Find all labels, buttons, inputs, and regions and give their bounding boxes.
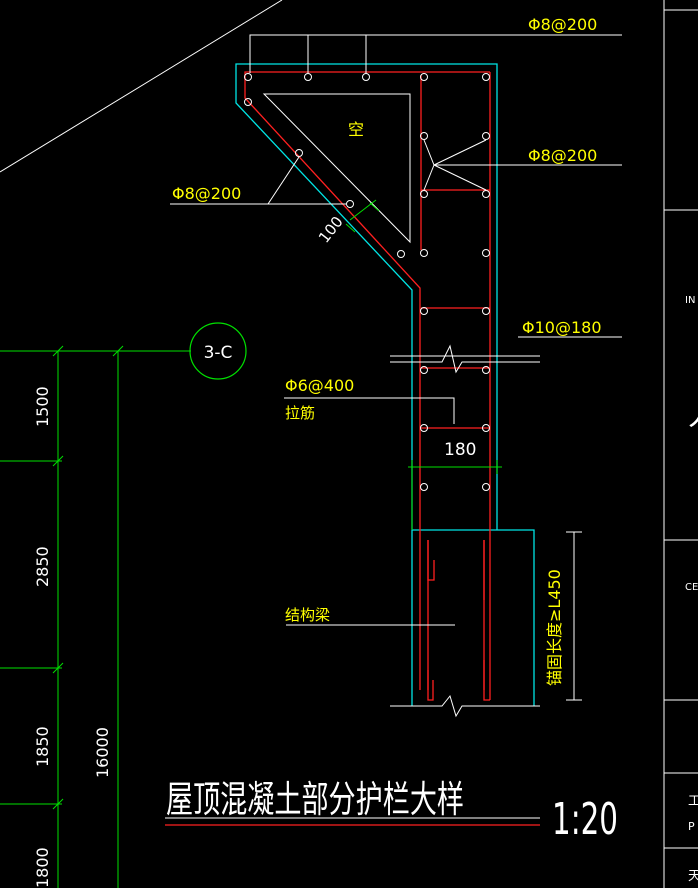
hollow-label: 空 xyxy=(348,120,364,139)
rebar-lines xyxy=(244,71,491,701)
label-rebar-top: Φ8@200 xyxy=(528,15,597,34)
title-block-ce: CE xyxy=(685,582,698,593)
title-block-t1: 工 xyxy=(688,794,698,809)
cover-dimension xyxy=(345,199,380,233)
dim-3: 1850 xyxy=(33,726,52,767)
label-cover: 100 xyxy=(315,213,347,247)
dimension-chain xyxy=(0,345,124,888)
label-width: 180 xyxy=(444,440,476,460)
grid-ref-label: 3-C xyxy=(204,343,233,363)
dim-4: 1800 xyxy=(33,847,52,888)
drawing-scale: 1:20 xyxy=(552,794,618,845)
dim-1: 1500 xyxy=(33,386,52,427)
label-beam: 结构梁 xyxy=(285,606,330,624)
leader-lines xyxy=(170,34,622,626)
dim-2: 2850 xyxy=(33,546,52,587)
title-block xyxy=(663,0,698,888)
drawing-title: 屋顶混凝土部分护栏大样 xyxy=(166,778,464,821)
anchor-dimension xyxy=(566,531,582,701)
title-block-t3: 天 xyxy=(688,869,698,884)
label-rebar-left: Φ8@200 xyxy=(172,184,241,203)
break-symbols xyxy=(390,344,540,718)
concrete-outline xyxy=(235,63,535,706)
label-tie-name: 拉筋 xyxy=(285,404,315,422)
title-block-in: IN xyxy=(685,295,695,306)
title-block-t2: P xyxy=(688,820,695,833)
hollow-void xyxy=(262,93,411,244)
grid-ref-bubble xyxy=(189,322,247,380)
label-tie-spec: Φ6@400 xyxy=(285,376,354,395)
label-rebar-right: Φ8@200 xyxy=(528,146,597,165)
background-diagonal xyxy=(0,0,283,173)
rebar-bars xyxy=(244,73,490,491)
title-block-big: 人 xyxy=(688,398,698,433)
width-dimension xyxy=(408,460,502,530)
label-rebar-main: Φ10@180 xyxy=(522,318,602,337)
label-anchor: 锚固长度≥L450 xyxy=(545,569,564,686)
dim-total: 16000 xyxy=(93,727,112,778)
